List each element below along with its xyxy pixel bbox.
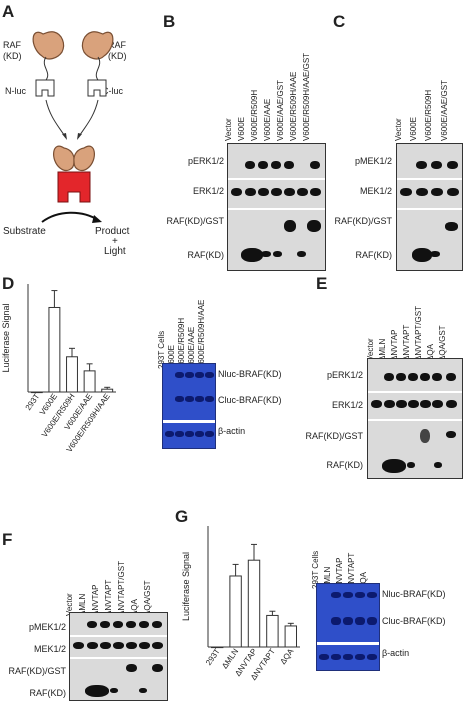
blot-c-lane: V600E/AAE/GST (440, 80, 449, 141)
blot-e-row-label: ERK1/2 (331, 400, 363, 410)
bar (266, 614, 279, 648)
x-tick-label: 293T (204, 647, 222, 667)
blot-f-lane: ΔNVTAPT/GST (117, 561, 126, 616)
bar (210, 646, 224, 649)
blot-e-lane: ΔNVTAP (390, 329, 399, 361)
blot-f-row-label: RAF(KD) (29, 688, 67, 698)
bar (48, 306, 61, 393)
gel-g-image (316, 583, 380, 671)
cluc-piece (87, 79, 107, 97)
blot-c-lane: Vector (394, 118, 403, 141)
gel-d-row-label: β-actin (218, 426, 246, 436)
substrate-label: Substrate (3, 226, 46, 237)
nluc-piece (35, 79, 55, 97)
blot-f-row-label: MEK1/2 (33, 644, 66, 654)
panel-label-d: D (2, 274, 15, 293)
bar (83, 370, 96, 393)
raf-right-label: RAF (108, 40, 126, 50)
chart-d-luciferase: Luciferase Signal293TV600EV600E/R509HV60… (1, 284, 116, 454)
blot-b-lane: V600E/R509H/AAE (289, 71, 298, 141)
panel-label-e: E (316, 274, 328, 293)
blot-c-row-label: RAF(KD) (355, 250, 393, 260)
raf-dimerization-schematic (32, 31, 114, 223)
panel-label-c: C (333, 12, 346, 31)
gel-d-row-label: Nluc-BRAF(KD) (218, 369, 282, 379)
raf-left-kd-label: (KD) (3, 51, 22, 61)
plus-label: + (112, 236, 118, 247)
blot-b-lane: V600E/R509H/AAE/GST (302, 52, 311, 141)
blot-f-image (69, 612, 168, 701)
bar (101, 388, 114, 393)
blot-b-lane: V600E (237, 116, 246, 141)
y-axis-label: Luciferase Signal (1, 303, 11, 372)
blot-f-row-label: pMEK1/2 (28, 622, 66, 632)
blot-e-lane: ΔNVTAPT/GST (414, 306, 423, 361)
x-tick-label: ΔQA (278, 646, 295, 666)
product-label: Product (95, 226, 130, 237)
raf-right-shape (81, 31, 114, 60)
blot-c-lane: V600E (409, 116, 418, 141)
gel-g-row-label: β-actin (382, 648, 410, 658)
blot-e-lane: ΔQA/GST (438, 325, 447, 361)
light-label: Light (104, 246, 126, 257)
blot-b-lane: V600E/R509H (250, 89, 259, 141)
bar (229, 575, 242, 648)
gel-d-row-label: Cluc-BRAF(KD) (218, 395, 282, 405)
blot-c-row-label: RAF(KD)/GST (334, 216, 393, 226)
cluc-label: C-luc (102, 86, 124, 96)
panel-label-f: F (2, 530, 13, 549)
blot-b-row-label: RAF(KD) (187, 250, 225, 260)
panel-label-a: A (2, 2, 15, 21)
bar (247, 559, 261, 648)
raf-right-kd-label: (KD) (108, 51, 127, 61)
blot-c-row-label: MEK1/2 (359, 186, 392, 196)
blot-b-image (227, 143, 326, 271)
blot-b-lane: V600E/AAE (263, 98, 272, 141)
luciferase-reconstituted (57, 171, 91, 203)
blot-c-image (396, 143, 463, 271)
bar (284, 625, 298, 648)
blot-c-row-label: pMEK1/2 (354, 156, 392, 166)
blot-b-lane: Vector (224, 118, 233, 141)
raf-dimer-left (53, 145, 75, 172)
bar (30, 391, 43, 394)
gel-d-image (162, 363, 216, 449)
blot-e-row-label: RAF(KD)/GST (305, 431, 364, 441)
blot-b-row-label: ERK1/2 (192, 186, 224, 196)
blot-e-row-label: RAF(KD) (326, 460, 364, 470)
blot-e-row-label: pERK1/2 (326, 370, 363, 380)
raf-left-shape (32, 31, 65, 60)
blot-c-lane: V600E/R509H (424, 89, 433, 141)
blot-f-lane: ΔQA/GST (143, 580, 152, 616)
blot-b-row-label: RAF(KD)/GST (166, 216, 225, 226)
blot-b-lane: V600E/AAE/GST (276, 80, 285, 141)
y-axis-label: Luciferase Signal (181, 552, 191, 621)
blot-b-row-label: pERK1/2 (187, 156, 224, 166)
blot-f-row-label: RAF(KD)/GST (8, 666, 67, 676)
blot-e-lane: ΔNVTAPT (402, 324, 411, 361)
gel-d-lane: V600E/R509H/AAE (197, 299, 206, 369)
raf-dimer-right (73, 145, 95, 172)
panel-label-b: B (163, 12, 176, 31)
blot-f-lane: ΔNVTAPT (104, 579, 113, 616)
panel-label-g: G (175, 507, 189, 526)
nluc-label: N-luc (5, 86, 27, 96)
blot-e-image (367, 358, 463, 479)
raf-left-label: RAF (3, 40, 21, 50)
gel-g-row-label: Nluc-BRAF(KD) (382, 589, 446, 599)
gel-g-row-label: Cluc-BRAF(KD) (382, 616, 446, 626)
bar (66, 356, 78, 393)
gel-d-lane: V600E/R509H (177, 317, 186, 369)
